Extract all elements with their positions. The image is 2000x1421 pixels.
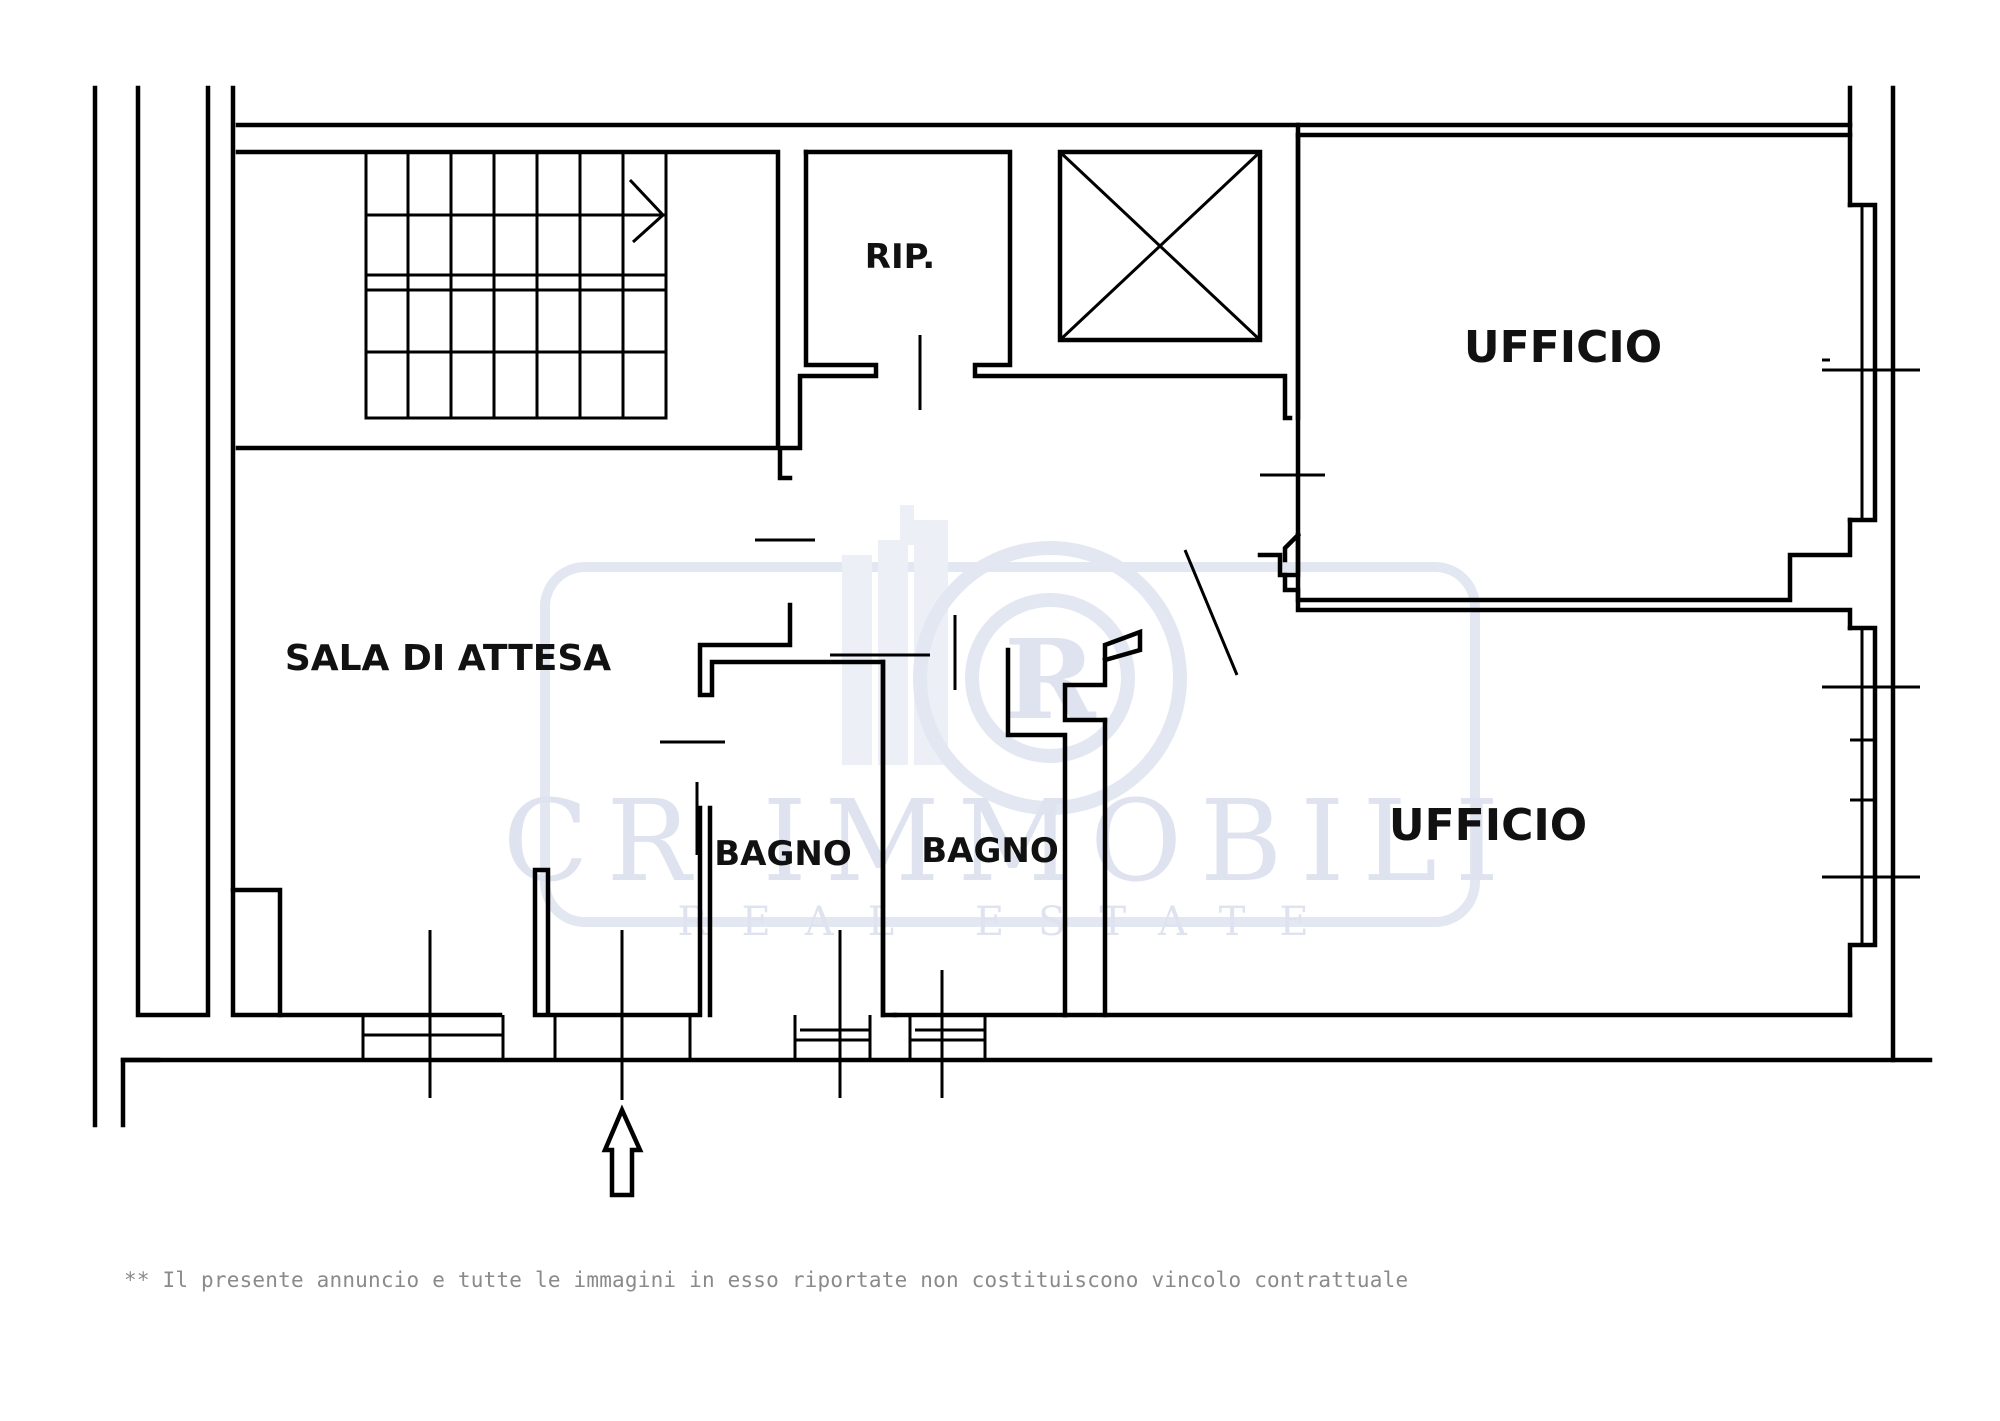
- front-windows: [361, 930, 987, 1098]
- room-label-bagno-1: BAGNO: [714, 834, 852, 874]
- outer-walls: [92, 85, 1933, 1128]
- room-label-rip: RIP.: [865, 237, 935, 277]
- watermark-monogram: R: [1004, 615, 1097, 744]
- disclaimer-text: ** Il presente annuncio e tutte le immag…: [124, 1268, 1409, 1292]
- watermark-tagline: REAL ESTATE: [677, 899, 1342, 945]
- corridor-walls: [660, 538, 957, 1018]
- watermark-ring-inner: [965, 593, 1135, 763]
- bathroom-walls: [230, 647, 1108, 1018]
- stairs: [364, 150, 668, 420]
- room-label-bagno-2: BAGNO: [921, 831, 1059, 871]
- room-label-ufficio-bottom: UFFICIO: [1389, 800, 1587, 851]
- office-bottom-walls: [1062, 549, 1920, 1018]
- lift-shaft: [1057, 149, 1263, 343]
- watermark-brand: CR IMMOBILI: [503, 777, 1517, 907]
- watermark-frame: [540, 562, 1480, 927]
- room-label-ufficio-top: UFFICIO: [1464, 322, 1662, 373]
- watermark-ring: [913, 541, 1187, 815]
- entrance-arrow-icon: [601, 930, 644, 1198]
- office-top-walls: [1257, 132, 1920, 603]
- room-label-sala-di-attesa: SALA DI ATTESA: [285, 638, 611, 679]
- storeroom-walls: [777, 149, 1293, 481]
